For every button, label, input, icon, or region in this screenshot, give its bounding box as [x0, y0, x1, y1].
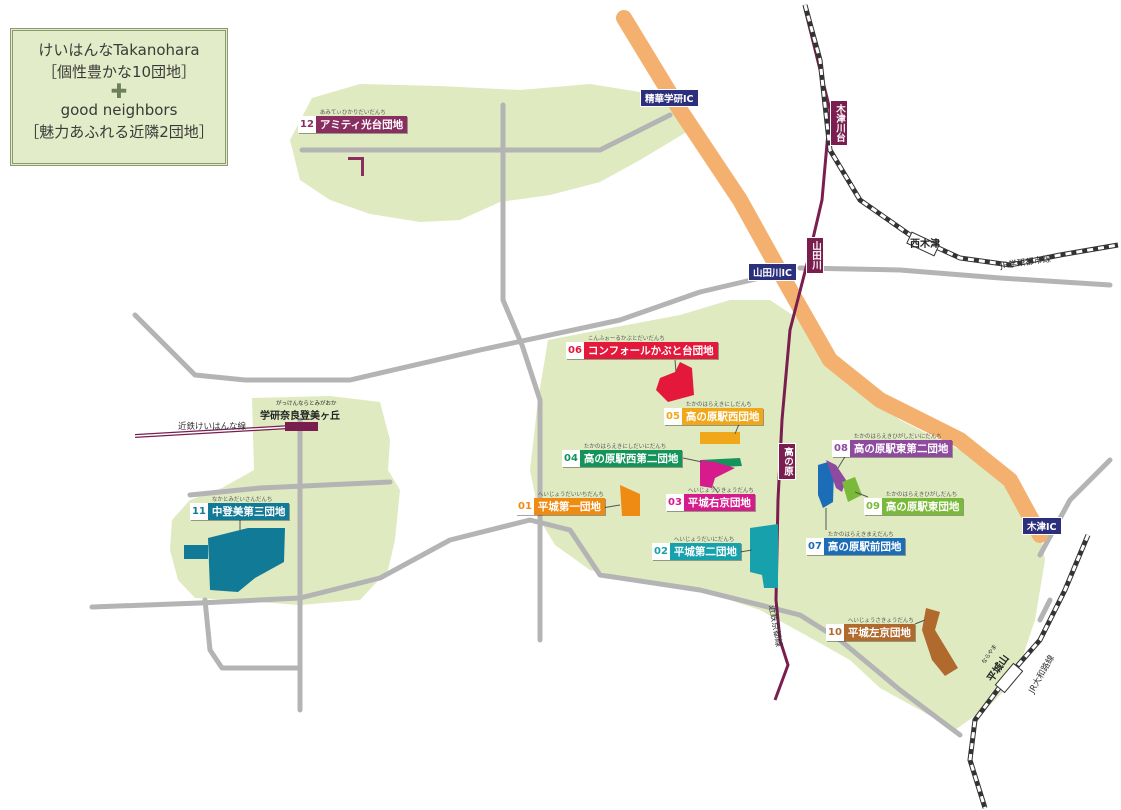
green-area-takanohara — [530, 300, 1045, 730]
station-gakken-label: 学研奈良登美ヶ丘 — [260, 411, 340, 422]
label-num: 08 — [832, 440, 850, 457]
shape-07 — [818, 462, 834, 508]
label-text: へいじょうだいにだんち 平城第二団地 — [669, 537, 741, 560]
label-num: 02 — [652, 543, 670, 560]
expressway — [616, 10, 1048, 543]
station-yamadagawa-tag: 山田川 — [806, 237, 824, 274]
label-danchi-02[interactable]: 02 へいじょうだいにだんち 平城第二団地 — [652, 537, 741, 560]
label-num: 05 — [664, 408, 682, 425]
label-danchi-11[interactable]: 11 なかとみだいさんだんち 中登美第三団地 — [190, 497, 290, 520]
green-area-hikaridai — [290, 84, 690, 222]
station-takanohara-tag: 高の原 — [778, 443, 796, 480]
label-text: へいじょうさきょうだんち 平城左京団地 — [843, 618, 915, 641]
kintetsu-kyoto-line — [773, 4, 832, 701]
shape-08 — [826, 460, 846, 492]
station-nishikizu-marker — [906, 231, 940, 257]
label-num: 11 — [190, 503, 208, 520]
label-text: たかのはらえきにしだんち 高の原駅西団地 — [681, 402, 764, 425]
label-num: 03 — [666, 494, 684, 511]
legend-plus-icon: ✚ — [110, 79, 128, 103]
label-text: たかのはらえきひがしだんち 高の原駅東団地 — [881, 492, 964, 515]
label-num: 04 — [562, 450, 580, 467]
label-danchi-04[interactable]: 04 たかのはらえきにしだいにだんち 高の原駅西第二団地 — [562, 444, 683, 467]
rail-keihanna-label: 近鉄けいはんな線 — [178, 422, 247, 432]
label-danchi-05[interactable]: 05 たかのはらえきにしだんち 高の原駅西団地 — [664, 402, 764, 425]
legend-line-2: ［個性豊かな10団地］ — [41, 63, 197, 81]
station-gakken-ruby: がっけんならとみがおか — [276, 401, 337, 407]
label-pointers — [239, 359, 926, 625]
label-num: 06 — [566, 342, 584, 359]
shape-11b — [184, 545, 208, 559]
shape-06 — [656, 362, 694, 402]
legend-box: けいはんなTakanohara ［個性豊かな10団地］ ✚ good neigh… — [10, 28, 228, 166]
shape-03 — [700, 460, 735, 488]
label-danchi-09[interactable]: 09 たかのはらえきひがしだんち 高の原駅東団地 — [864, 492, 964, 515]
label-text: なかとみだいさんだんち 中登美第三団地 — [207, 497, 290, 520]
shape-01 — [620, 485, 640, 516]
label-num: 01 — [516, 498, 534, 515]
ic-kizu: 木津IC — [1022, 517, 1062, 535]
ic-seika: 精華学研IC — [640, 89, 699, 107]
label-danchi-10[interactable]: 10 へいじょうさきょうだんち 平城左京団地 — [826, 618, 915, 641]
station-nishikizu-label: 西木津 — [910, 239, 940, 250]
legend-line-1: けいはんなTakanohara — [38, 41, 200, 59]
shape-10 — [922, 608, 958, 676]
shape-02 — [750, 524, 778, 588]
label-text: たかのはらえきまえだんち 高の原駅前団地 — [823, 532, 906, 555]
label-text: たかのはらえきにしだいにだんち 高の原駅西第二団地 — [579, 444, 683, 467]
shape-09 — [842, 477, 862, 502]
station-kizugawadai-tag: 木津川台 — [830, 100, 848, 146]
station-heijoyama-marker — [994, 662, 1024, 694]
shape-05 — [700, 432, 740, 444]
label-num: 10 — [826, 624, 844, 641]
label-danchi-03[interactable]: 03 へいじょううきょうだんち 平城右京団地 — [666, 488, 755, 511]
label-num: 09 — [864, 498, 882, 515]
label-text: こんふぉーるかぶとだいだんち コンフォールかぶと台団地 — [583, 336, 718, 359]
label-danchi-01[interactable]: 01 へいじょうだいいちだんち 平城第一団地 — [516, 492, 605, 515]
label-danchi-06[interactable]: 06 こんふぉーるかぶとだいだんち コンフォールかぶと台団地 — [566, 336, 718, 359]
shape-11 — [208, 528, 285, 592]
label-text: へいじょうだいいちだんち 平城第一団地 — [533, 492, 605, 515]
label-danchi-07[interactable]: 07 たかのはらえきまえだんち 高の原駅前団地 — [806, 532, 906, 555]
label-text: へいじょううきょうだんち 平城右京団地 — [683, 488, 755, 511]
legend-line-3: good neighbors — [60, 101, 178, 119]
label-danchi-08[interactable]: 08 たかのはらえきひがしだいにだんち 高の原駅東第二団地 — [832, 434, 953, 457]
label-danchi-12[interactable]: 12 あみてぃひかりだいだんち アミティ光台団地 — [298, 110, 408, 133]
legend-line-4: ［魅力あふれる近隣2団地］ — [24, 123, 214, 141]
label-num: 07 — [806, 538, 824, 555]
label-text: あみてぃひかりだいだんち アミティ光台団地 — [315, 110, 408, 133]
danchi-shapes — [184, 157, 958, 676]
label-text: たかのはらえきひがしだいにだんち 高の原駅東第二団地 — [849, 434, 953, 457]
label-num: 12 — [298, 116, 316, 133]
keihanna-line — [134, 422, 318, 438]
ic-yamadagawa: 山田川IC — [748, 263, 798, 281]
shape-12 — [348, 157, 364, 176]
station-gakken-marker — [285, 422, 318, 431]
